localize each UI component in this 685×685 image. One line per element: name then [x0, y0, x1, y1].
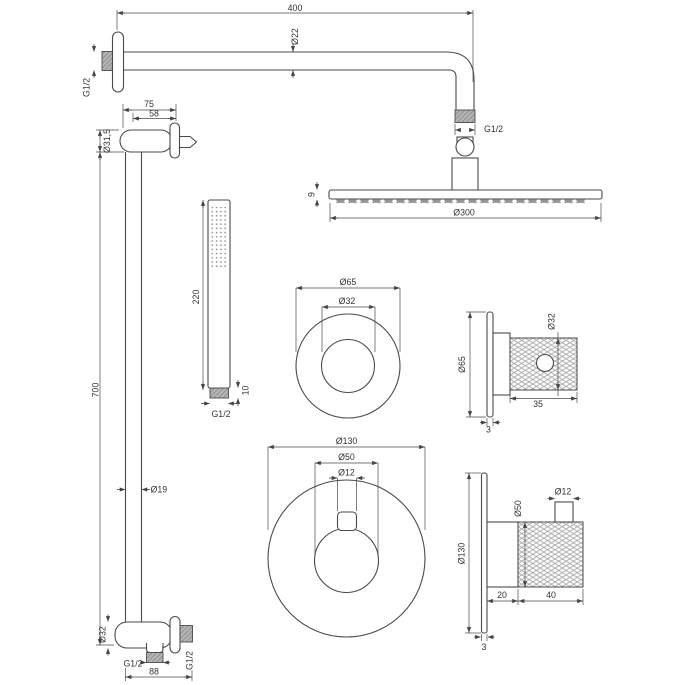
arm-tube	[123, 51, 475, 110]
dim-head-diameter-group: Ø300	[329, 203, 602, 222]
dim-small-front-knob-group: Ø32	[321, 296, 376, 352]
dim-outlet-width-group: 88	[125, 667, 193, 681]
valve-small-side: Ø65 Ø32 35 3	[457, 311, 578, 435]
bracket-pin	[178, 135, 198, 149]
dim-small-front-knob: Ø32	[339, 296, 356, 306]
dim-small-side-plate-group: Ø65	[457, 311, 486, 418]
dim-small-side-plate-thickness-group: 3	[480, 418, 500, 435]
shower-arm: 400 Ø22 G1/2 G1/2	[82, 3, 503, 135]
dim-large-side-plate: Ø130	[457, 543, 467, 565]
outlet-flange	[169, 615, 181, 654]
dim-large-side-depths-group: 20 40	[486, 589, 584, 605]
large-side-stem	[554, 501, 574, 523]
dim-small-side-depth-group: 35	[509, 392, 578, 409]
dim-arm-head-thread: G1/2	[484, 124, 503, 134]
arm-wall-thread	[101, 51, 113, 71]
dim-large-front-handle: Ø12	[338, 468, 355, 478]
head-plate	[328, 189, 603, 200]
ball-joint	[455, 137, 475, 157]
dim-outlet-width: 88	[149, 667, 159, 677]
large-side-knob-knurled	[517, 521, 584, 588]
bracket-flange	[169, 122, 181, 159]
dim-large-side-plate-group: Ø130	[457, 472, 481, 634]
dim-head-diameter: Ø300	[453, 208, 475, 218]
dim-hand-shower-thread-length: 10	[241, 386, 251, 396]
hand-shower-thread	[209, 387, 229, 399]
dim-bracket-depth-inner-group: 58	[132, 109, 176, 122]
large-side-base	[486, 521, 519, 588]
hand-shower-face-dots	[211, 207, 227, 267]
dim-large-side-knob-depth: 40	[546, 590, 556, 600]
dim-bracket-depth: 75	[144, 99, 154, 109]
large-side-plate	[480, 472, 488, 634]
small-side-knob-hole	[535, 353, 555, 373]
dim-bracket-diameter: Ø31,5	[102, 129, 112, 153]
dim-large-side-plate-thickness-group: 3	[474, 634, 495, 652]
dim-hand-shower-length-group: 220	[191, 200, 206, 390]
dim-small-front-plate-group: Ø65	[295, 277, 401, 352]
slide-rail: 75 58 Ø31,5 700 Ø19	[91, 99, 198, 646]
dim-arm-length: 400	[288, 3, 303, 13]
dim-head-thickness-group: 9	[307, 182, 320, 207]
rail-bracket	[119, 129, 173, 153]
dim-small-side-knob-group: Ø32	[547, 313, 561, 396]
dim-large-side-knob-group: Ø50	[513, 500, 528, 587]
arm-wall-flange	[111, 31, 125, 93]
dim-large-front-plate: Ø130	[336, 436, 358, 446]
dim-small-side-knob: Ø32	[547, 313, 557, 330]
dim-rail-tube-diameter-group: Ø19	[117, 485, 167, 495]
valve-large-side: Ø12 Ø50 20 40 Ø130	[457, 472, 584, 652]
valve-small-front: Ø65 Ø32	[295, 277, 401, 419]
dim-arm-tube-diameter-group: Ø22	[290, 28, 300, 78]
large-knob-circle	[313, 527, 380, 594]
head-connector	[451, 157, 479, 192]
dim-hand-shower-thread-group: G1/2	[201, 401, 237, 419]
dim-bracket-depth-inner: 58	[149, 109, 159, 119]
dim-arm-wall-thread-group: G1/2	[82, 44, 97, 97]
dim-outlet-thread-bottom-group: G1/2	[123, 659, 170, 669]
hand-shower: 220 10 G1/2	[191, 199, 251, 419]
overhead-shower: 9 Ø300	[307, 136, 603, 222]
head-nozzles	[336, 199, 588, 204]
dim-outlet-body-diameter: Ø32	[98, 626, 108, 643]
dim-outlet-thread-side: G1/2	[185, 651, 195, 670]
dim-small-side-depth: 35	[533, 399, 543, 409]
dim-large-side-stem: Ø12	[555, 487, 572, 497]
dim-large-front-plate-group: Ø130	[267, 436, 426, 530]
large-handle-tab	[336, 511, 358, 532]
dim-rail-vertical-group: Ø31,5 700	[91, 129, 124, 646]
dim-small-side-plate-thickness: 3	[486, 425, 491, 435]
wall-outlet: Ø32 G1/2 G1/2 88	[98, 614, 195, 681]
dim-rail-tube-diameter: Ø19	[151, 485, 168, 495]
dim-arm-length-group: 400	[116, 3, 474, 82]
outlet-side-thread	[179, 625, 193, 643]
small-side-plate	[486, 311, 494, 418]
dim-head-thickness: 9	[307, 192, 317, 197]
dim-hand-shower-length: 220	[191, 290, 201, 305]
dim-large-front-knob-group: Ø50	[314, 452, 379, 556]
arm-head-thread	[454, 109, 476, 123]
dim-small-front-plate: Ø65	[340, 277, 357, 287]
dim-arm-wall-thread: G1/2	[82, 78, 92, 97]
small-side-sleeve	[492, 332, 511, 396]
dim-large-side-plate-thickness: 3	[482, 642, 487, 652]
dim-hand-shower-thread-length-group: 10	[235, 380, 251, 406]
small-knob-circle	[320, 338, 376, 394]
dim-large-side-base-depth: 20	[497, 590, 507, 600]
dim-outlet-thread-bottom: G1/2	[123, 659, 142, 669]
dim-large-front-handle-group: Ø12	[329, 468, 365, 511]
dim-rail-length: 700	[91, 383, 101, 398]
dim-large-side-knob: Ø50	[513, 500, 523, 517]
dim-arm-tube-diameter: Ø22	[290, 28, 300, 45]
outlet-bottom-thread	[146, 652, 164, 663]
dim-large-side-stem-group: Ø12	[547, 487, 581, 501]
outlet-nub-mask	[147, 643, 162, 653]
dim-arm-head-thread-group: G1/2	[454, 124, 503, 135]
dim-large-front-knob: Ø50	[338, 452, 355, 462]
dim-outlet-body-diameter-group: Ø32	[98, 614, 111, 656]
dim-small-side-plate: Ø65	[457, 356, 467, 373]
dim-hand-shower-thread: G1/2	[211, 409, 230, 419]
valve-large-front: Ø130 Ø50 Ø12	[267, 436, 426, 638]
